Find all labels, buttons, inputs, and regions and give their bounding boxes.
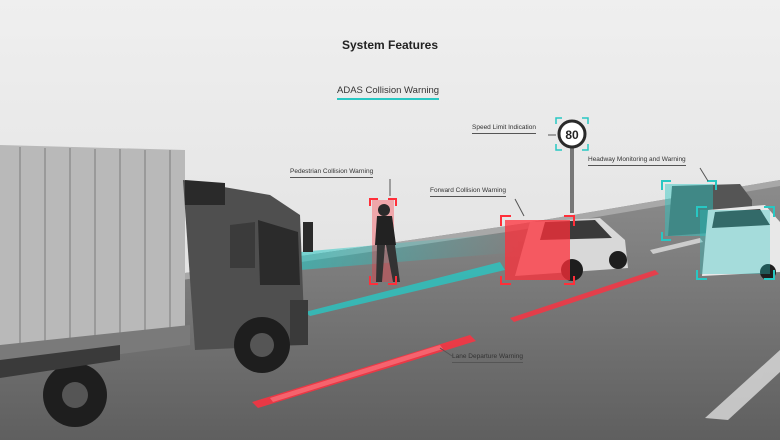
forward-warning-box [505, 220, 570, 280]
page-title: System Features [341, 38, 439, 52]
feature-subtitle: ADAS Collision Warning [337, 85, 440, 100]
speed-sign-value: 80 [565, 128, 579, 142]
callout-leaders [389, 134, 709, 357]
headway-bracket-right [696, 206, 775, 280]
sensor-beam-line [305, 262, 505, 316]
truck [0, 145, 313, 427]
callout-lane-departure: Lane Departure Warning [452, 353, 523, 363]
callout-forward: Forward Collision Warning [430, 187, 506, 197]
pedestrian-bracket [369, 198, 397, 285]
sensor-beam-area [300, 232, 520, 270]
callout-headway: Headway Monitoring and Warning [588, 156, 686, 166]
callout-pedestrian: Pedestrian Collision Warning [290, 168, 374, 178]
callout-speed-limit: Speed Limit Indication [472, 124, 536, 134]
speed-sign: 80 [555, 117, 589, 213]
headway-car-right [700, 205, 780, 280]
pedestrian [372, 200, 400, 282]
lane-markings [650, 238, 780, 420]
forward-bracket [500, 215, 575, 285]
lane-departure-markers [252, 270, 659, 408]
